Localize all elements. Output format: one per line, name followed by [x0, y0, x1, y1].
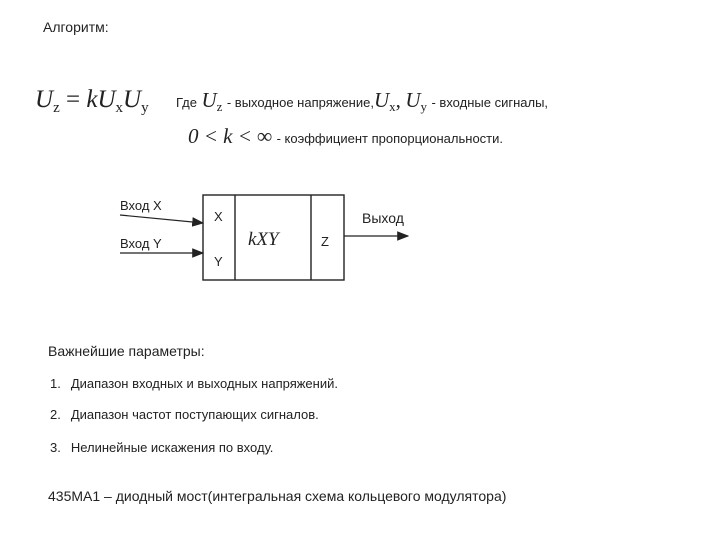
port-y: Y — [214, 254, 223, 269]
footer-note: 435МА1 – диодный мост(интегральная схема… — [48, 488, 507, 504]
uy-symbol: Uy — [405, 88, 428, 114]
where-word: Где — [176, 95, 197, 110]
definitions-line-1: Где Uz - выходное напряжение,Ux, Uy - вх… — [176, 88, 549, 114]
input-x-label: Вход X — [120, 198, 162, 213]
ux-symbol: Ux — [373, 88, 396, 114]
main-formula: Uz = kUxUy — [35, 86, 149, 116]
output-label: Выход — [362, 210, 404, 226]
port-x: X — [214, 209, 223, 224]
list-item: 2.Диапазон частот поступающих сигналов. — [50, 407, 319, 422]
formula-lhs: Uz — [35, 86, 60, 116]
input-x-arrow — [119, 214, 205, 227]
k-range: 0 < k < ∞ — [188, 124, 273, 148]
list-item: 3.Нелинейные искажения по входу. — [50, 440, 274, 455]
k-description: - коэффициент пропорциональности. — [276, 131, 504, 146]
list-item: 1.Диапазон входных и выходных напряжений… — [50, 376, 338, 391]
block-function: kXY — [248, 229, 279, 250]
uz-symbol: Uz — [201, 88, 223, 114]
definitions-line-2: 0 < k < ∞ - коэффициент пропорциональнос… — [188, 124, 503, 149]
formula-ux: Ux — [97, 86, 124, 116]
page-title: Алгоритм: — [43, 19, 109, 35]
multiplier-box — [202, 194, 345, 281]
port-z: Z — [321, 234, 329, 249]
formula-uy: Uy — [123, 86, 149, 116]
uz-description: - выходное напряжение, — [226, 95, 374, 110]
params-heading: Важнейшие параметры: — [48, 343, 205, 359]
inputs-description: - входные сигналы, — [431, 95, 549, 110]
input-y-label: Вход Y — [120, 236, 162, 251]
